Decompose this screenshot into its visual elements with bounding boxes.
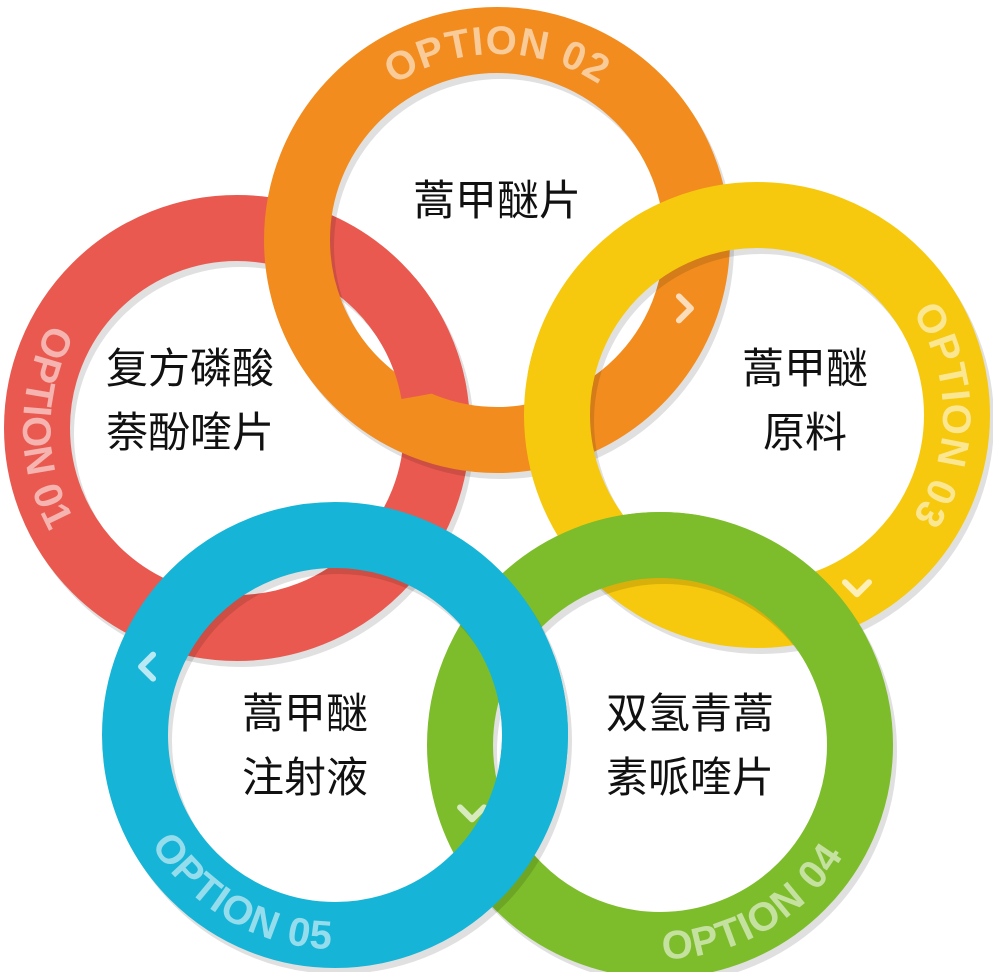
- ring-03-overlap-segment: [527, 265, 630, 387]
- ring-03: [524, 182, 993, 654]
- ring-02-label-line: 蒿甲醚片: [413, 176, 581, 225]
- ring-03-label-line: 原料: [763, 408, 847, 457]
- ring-04-overlap-segment: [580, 512, 701, 589]
- ring-01-label-line: 复方磷酸: [106, 344, 274, 393]
- chevron-right-icon: [675, 293, 694, 324]
- ring-05-label-line: 蒿甲醚: [242, 689, 368, 738]
- ring-01-overlap-segment: [364, 278, 467, 400]
- chevron-down-icon: [457, 804, 488, 823]
- ring-05-overlap-segment: [491, 655, 568, 776]
- ring-04-label-line: 素哌喹片: [606, 753, 774, 802]
- ring-03-label-line: 蒿甲醚: [742, 344, 868, 393]
- chevron-down-icon: [842, 579, 872, 598]
- ring-02-overlap-segment: [271, 282, 391, 419]
- ring-01-label-line: 萘酚喹片: [106, 408, 274, 457]
- ring-04-label-line: 双氢青蒿: [606, 689, 774, 738]
- chevron-left-icon: [138, 651, 157, 682]
- ring-03-band: [524, 182, 990, 648]
- ring-05-label-line: 注射液: [242, 753, 368, 802]
